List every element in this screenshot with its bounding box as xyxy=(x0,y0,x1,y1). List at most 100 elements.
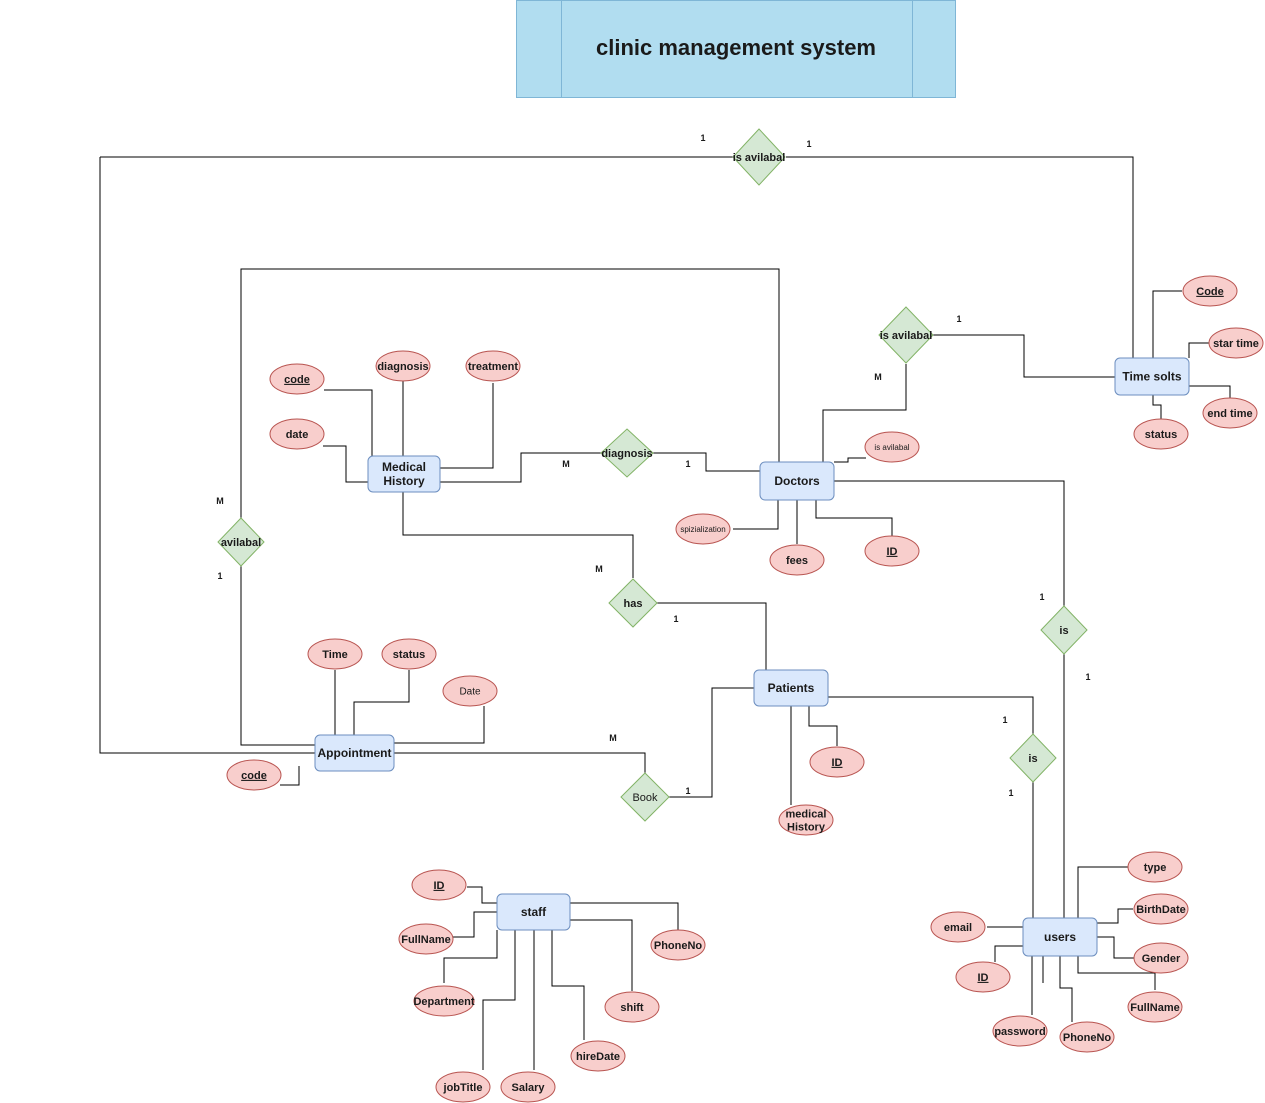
attribute-label: hireDate xyxy=(576,1051,620,1063)
attribute-us-gender: Gender xyxy=(1133,942,1189,974)
attribute-shape xyxy=(1127,851,1183,883)
connector-line xyxy=(451,911,497,938)
title-box-divider-right xyxy=(912,1,913,97)
connector-line xyxy=(240,268,780,518)
attribute-shape xyxy=(269,418,325,450)
attribute-shape xyxy=(604,991,660,1023)
attribute-label: password xyxy=(994,1026,1045,1038)
connector-line xyxy=(932,334,1115,378)
attribute-shape xyxy=(307,638,363,670)
entity-shape xyxy=(496,893,571,931)
entity-label: Patients xyxy=(768,681,815,695)
attribute-mh-treatment: treatment xyxy=(465,350,521,382)
attribute-shape xyxy=(650,929,706,961)
relationship-label: Book xyxy=(632,792,658,804)
connector-line xyxy=(1152,395,1162,419)
attribute-label: Date xyxy=(459,687,481,698)
entity-label: Appointment xyxy=(318,746,392,760)
attribute-label: status xyxy=(393,649,425,661)
connector-line xyxy=(822,364,907,462)
connector-line xyxy=(443,930,498,983)
connector-line xyxy=(808,706,838,746)
relationship-shape xyxy=(732,128,786,186)
attribute-ap-code: code xyxy=(226,759,282,791)
connector-line xyxy=(1097,936,1134,959)
attribute-label: ID xyxy=(978,972,989,984)
attribute-shape xyxy=(435,1071,491,1103)
relationship-label: diagnosis xyxy=(601,448,652,460)
connector-line xyxy=(815,500,893,536)
attribute-shape xyxy=(778,804,834,836)
relationship-label: has xyxy=(624,598,643,610)
attribute-ap-status: status xyxy=(381,638,437,670)
attribute-ts-code: Code xyxy=(1182,275,1238,307)
cardinality-book-many: M xyxy=(609,733,617,743)
connector-line xyxy=(1188,342,1210,358)
attribute-shape xyxy=(1202,397,1258,429)
relationship-label: is avilabal xyxy=(733,152,786,164)
attribute-shape xyxy=(398,923,454,955)
relationship-shape xyxy=(217,517,265,567)
cardinality-pat-is-top: 1 xyxy=(1002,715,1007,725)
attribute-shape xyxy=(1133,418,1189,450)
attribute-shape xyxy=(375,350,431,382)
relationship-shape xyxy=(878,306,934,364)
connector-line xyxy=(467,886,497,904)
entity-staff: staff xyxy=(496,893,571,931)
attribute-label: email xyxy=(944,922,972,934)
attribute-shape xyxy=(1133,893,1189,925)
cardinality-diag-many: M xyxy=(562,459,570,469)
attribute-st-id: ID xyxy=(411,869,467,901)
entity-shape xyxy=(1022,917,1098,957)
entity-appointment: Appointment xyxy=(314,734,395,772)
attribute-doc-id: ID xyxy=(864,535,920,567)
connector-line xyxy=(786,156,1134,358)
relationship-avilabal: avilabal xyxy=(217,517,265,567)
entity-shape xyxy=(367,455,441,493)
cardinality-book-one: 1 xyxy=(685,786,690,796)
connector-lines xyxy=(99,156,1231,1070)
connector-line xyxy=(834,457,866,463)
entity-shape xyxy=(1114,357,1190,396)
entity-shape xyxy=(759,461,835,501)
attribute-label-line-2: History xyxy=(787,821,826,833)
attribute-st-salary: Salary xyxy=(500,1071,556,1103)
entity-label: Time solts xyxy=(1122,370,1181,384)
connector-line xyxy=(99,157,315,754)
attribute-mh-diagnosis: diagnosis xyxy=(375,350,431,382)
attribute-us-id: ID xyxy=(955,961,1011,993)
connector-line xyxy=(1077,866,1129,918)
attribute-mh-date: date xyxy=(269,418,325,450)
attribute-shape xyxy=(930,911,986,943)
relationship-doctor-is-avilabal: is avilabal xyxy=(878,306,934,364)
attribute-label: PhoneNo xyxy=(654,940,703,952)
cardinality-ts-rel-many: M xyxy=(874,372,882,382)
attribute-label: fees xyxy=(786,555,808,567)
attribute-shape xyxy=(864,535,920,567)
connector-line xyxy=(402,492,634,578)
attribute-shape xyxy=(411,869,467,901)
cardinality-avil-one: 1 xyxy=(217,571,222,581)
attribute-st-jobtitle: jobTitle xyxy=(435,1071,491,1103)
attribute-us-password: password xyxy=(992,1015,1048,1047)
attribute-shape xyxy=(381,638,437,670)
relationship-shape xyxy=(608,578,658,628)
cardinality-doc-is-bottom: 1 xyxy=(1085,672,1090,682)
relationship-label: is xyxy=(1059,625,1068,637)
connector-line xyxy=(828,696,1034,734)
attribute-shape xyxy=(413,985,475,1017)
attribute-doc-spizialization: spizialization xyxy=(675,513,731,545)
connector-line xyxy=(280,766,300,786)
connector-line xyxy=(1152,290,1182,358)
diagram-title-box: clinic management system xyxy=(516,0,956,98)
relationship-book: Book xyxy=(620,772,670,822)
entity-time-slots: Time solts xyxy=(1114,357,1190,396)
connector-line xyxy=(1059,956,1073,1022)
connector-line xyxy=(440,383,494,469)
attribute-shape xyxy=(570,1040,626,1072)
attribute-shape xyxy=(1182,275,1238,307)
cardinality-diag-one: 1 xyxy=(685,459,690,469)
